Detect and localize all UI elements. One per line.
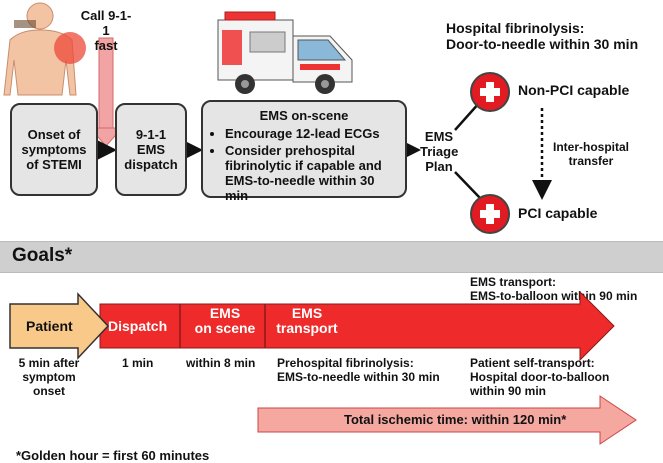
non-pci-label: Non-PCI capable (518, 82, 630, 98)
segment-ems-transport: EMS transport (276, 305, 338, 336)
footnote: *Golden hour = first 60 minutes (16, 448, 210, 463)
goals-bar (0, 241, 663, 273)
below-ems-on-scene: within 8 min (186, 356, 256, 370)
below-ems-transport: Prehospital fibrinolysis: EMS-to-needle … (277, 356, 440, 384)
hospital-fibrinolysis-label: Hospital fibrinolysis: Door-to-needle wi… (446, 20, 639, 52)
triage-label: EMS Triage Plan (420, 129, 459, 174)
transfer-label: Inter-hospital transfer (553, 140, 630, 168)
hospital-cross-icon (470, 194, 510, 234)
onset-box: Onset of symptoms of STEMI (10, 103, 98, 196)
person-chest-pain-icon (3, 2, 86, 96)
ems-bullet: Encourage 12-lead ECGs (225, 126, 397, 141)
ems-on-scene-box: EMS on-scene Encourage 12-lead ECGs Cons… (201, 100, 407, 203)
dispatch-box: 9-1-1 EMS dispatch (115, 103, 187, 196)
ems-bullet: Consider prehospital fibrinolytic if cap… (225, 143, 397, 203)
ems-transport-goal: EMS transport: EMS-to-balloon within 90 … (470, 275, 638, 303)
segment-dispatch: Dispatch (108, 318, 168, 334)
ambulance-icon (217, 11, 353, 94)
below-self-transport: Patient self-transport: Hospital door-to… (470, 356, 610, 398)
ems-on-scene-title: EMS on-scene (259, 108, 349, 123)
call-911-label: Call 9-1-1 fast (80, 8, 132, 53)
top-diagram-graphics (3, 2, 552, 234)
segment-ems-on-scene: EMS on scene (194, 305, 256, 336)
pci-label: PCI capable (518, 205, 598, 221)
total-ischemic-label: Total ischemic time: within 120 min* (344, 412, 567, 427)
below-dispatch: 1 min (122, 356, 154, 370)
below-patient: 5 min after symptom onset (18, 356, 80, 398)
hospital-cross-icon (470, 72, 510, 112)
segment-patient: Patient (26, 318, 73, 334)
ems-on-scene-bullets: Encourage 12-lead ECGs Consider prehospi… (211, 126, 397, 205)
call-arrow (88, 37, 124, 147)
timeline-arrows (9, 290, 637, 445)
goals-title: Goals* (12, 245, 73, 266)
